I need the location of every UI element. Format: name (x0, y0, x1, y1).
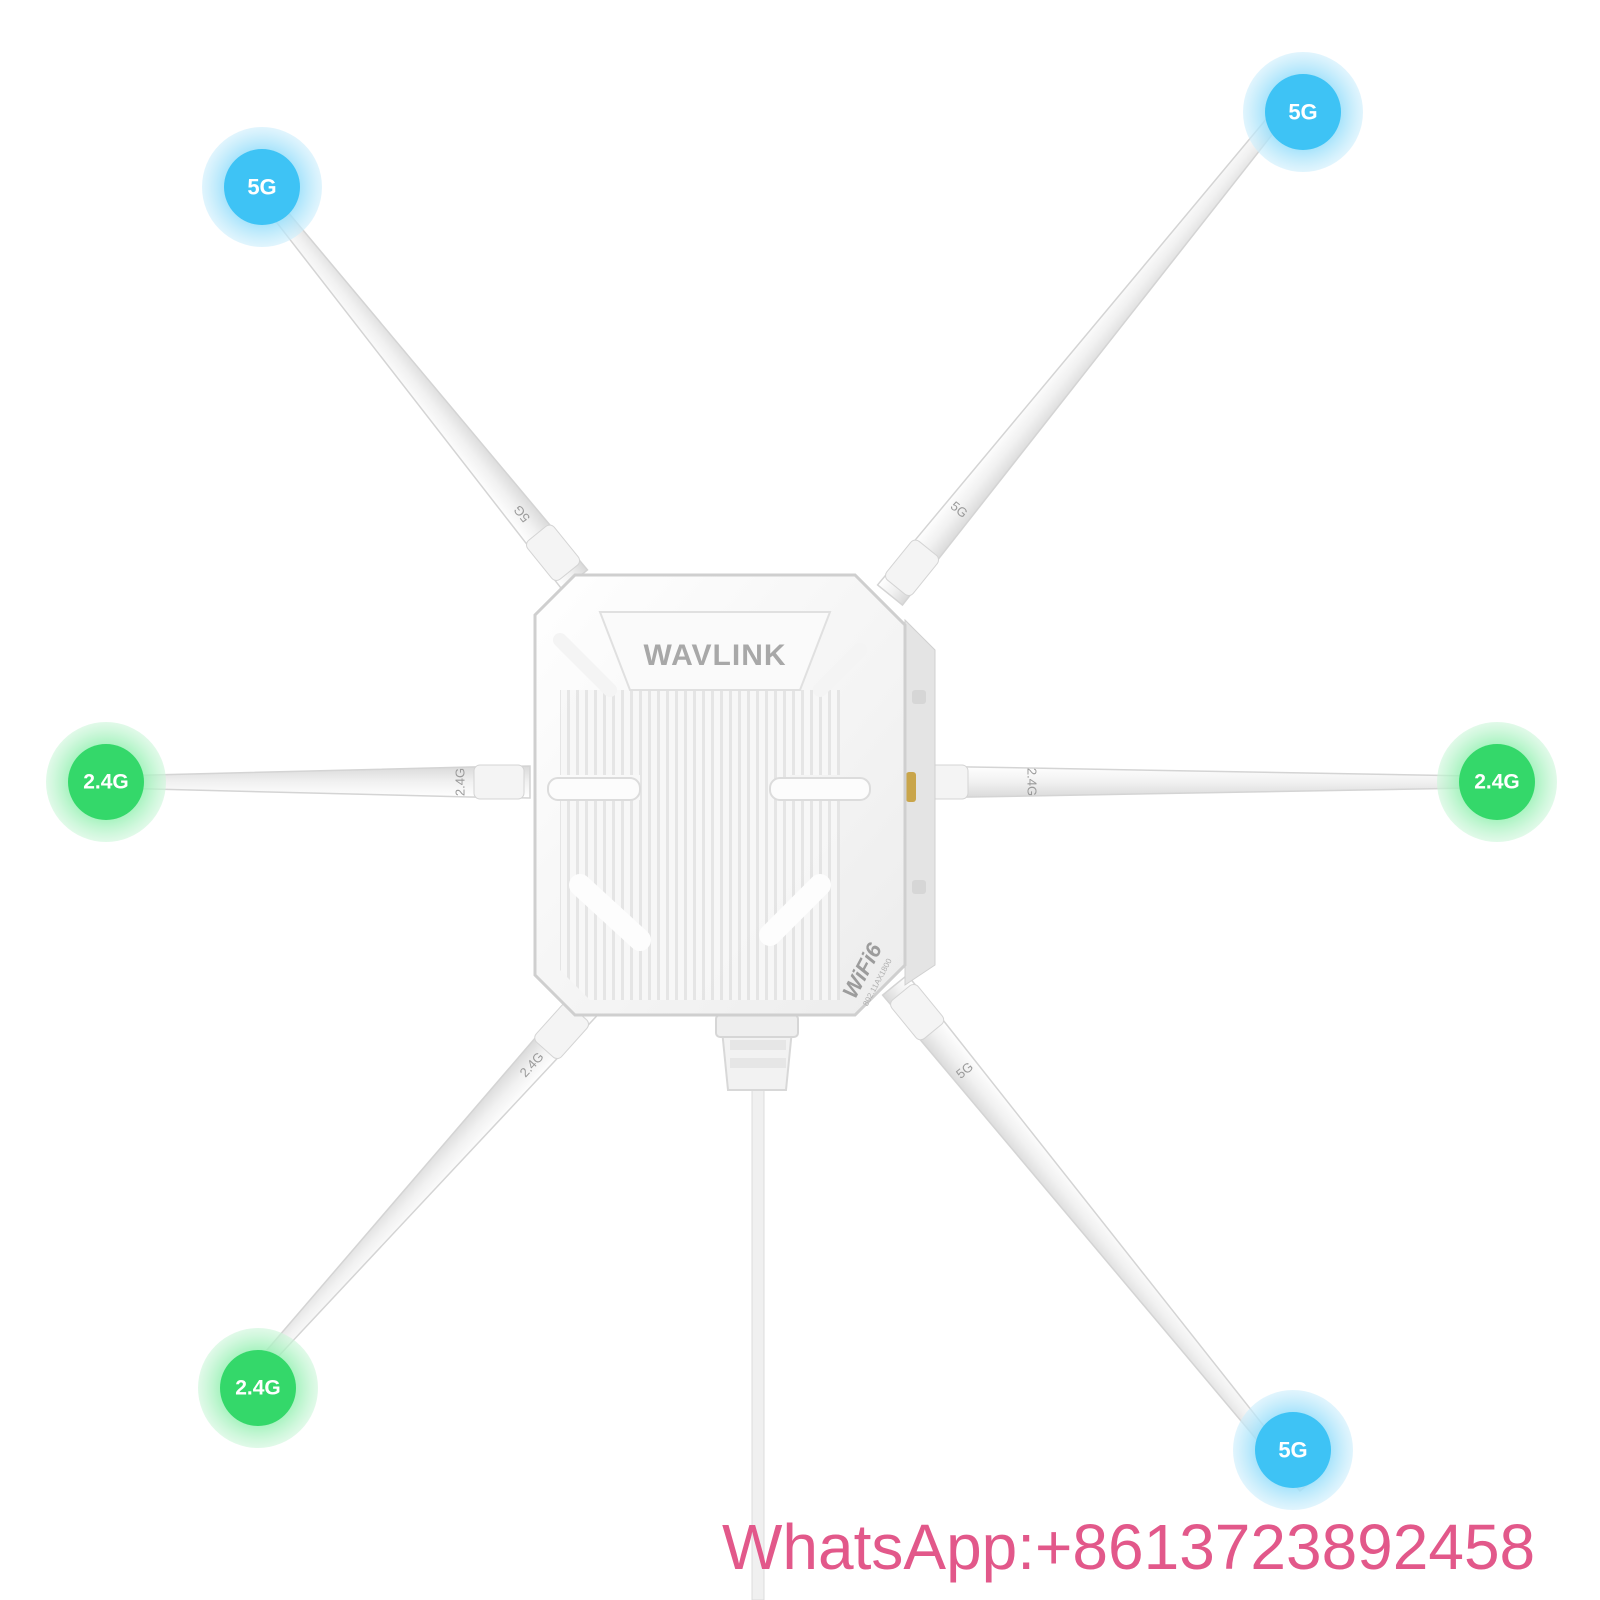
badge-top-right: 5G (1243, 52, 1363, 172)
ethernet-cable (715, 1014, 799, 1600)
router-body: WAVLINK WiFi6 802.11AX1800 (533, 573, 936, 1017)
badge-top-left-label: 5G (247, 175, 276, 200)
antenna-middle-left-label: 2.4G (453, 768, 468, 796)
antenna-top-right: 5G (876, 111, 1284, 607)
badge-middle-left: 2.4G (46, 722, 166, 842)
antenna-bottom-left: 2.4G (255, 993, 598, 1372)
badge-middle-left-label: 2.4G (83, 771, 129, 794)
antenna-top-left: 5G (254, 185, 589, 592)
antenna-middle-right: 2.4G (911, 764, 1473, 800)
badge-top-left: 5G (202, 127, 322, 247)
badge-top-right-label: 5G (1288, 100, 1317, 125)
badge-middle-right: 2.4G (1437, 722, 1557, 842)
badge-bottom-right-label: 5G (1278, 1438, 1307, 1463)
whatsapp-watermark: WhatsApp:+8613723892458 (722, 1511, 1536, 1583)
badge-bottom-left: 2.4G (198, 1328, 318, 1448)
wavlink-logo: WAVLINK (643, 639, 786, 672)
badge-bottom-left-label: 2.4G (235, 1377, 281, 1400)
badge-bottom-right: 5G (1233, 1390, 1353, 1510)
badge-middle-right-label: 2.4G (1474, 771, 1520, 794)
antenna-middle-right-label: 2.4G (1025, 768, 1040, 796)
antenna-middle-left: 2.4G (109, 764, 531, 800)
